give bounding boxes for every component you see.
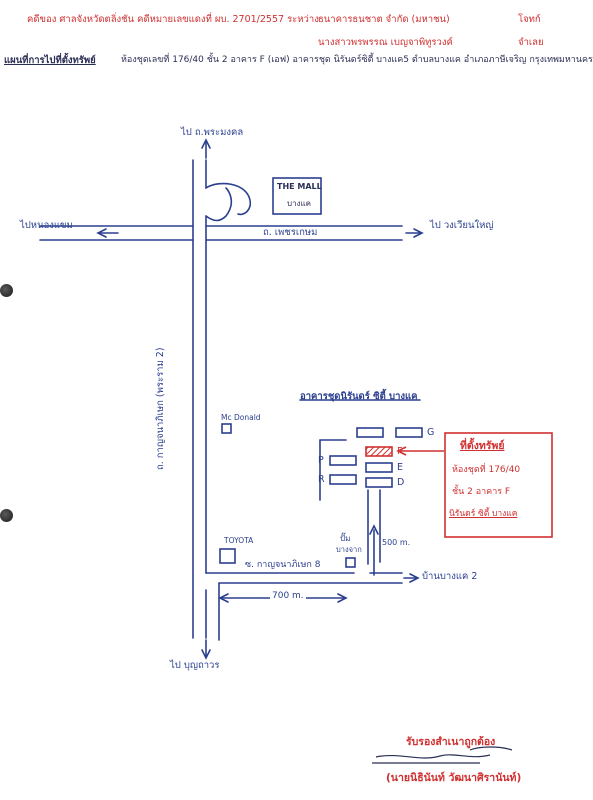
mcdonald-label: Mc Donald xyxy=(221,413,261,422)
note-property-site: ที่ตั้งทรัพย์ xyxy=(460,440,505,452)
distance-700: 700 m. xyxy=(270,591,306,601)
label-to-west: ไปหนองแขม xyxy=(20,220,73,231)
road-kanchanaphisek: ถ. กาญจนาภิเษก (พระราม 2) xyxy=(155,347,166,470)
pump-brand: บางจาก xyxy=(336,545,362,554)
label-to-south: ไป บุญถาวร xyxy=(170,660,220,671)
binder-hole xyxy=(0,509,13,522)
the-mall-label: THE MALL xyxy=(277,182,322,191)
court-case-text: คดีของ ศาลจังหวัดตลิ่งชัน คดีหมายเลขแดงท… xyxy=(27,14,319,25)
defendant-name: นางสาวพรพรรณ เบญจาพิทูรวงค์ xyxy=(318,37,453,48)
toyota-label: TOYOTA xyxy=(224,536,254,545)
note-condo: นิรันดร์ ซิตี้ บางแค xyxy=(449,509,518,519)
label-to-north: ไป ถ.พระมงคล xyxy=(181,127,244,138)
binder-hole xyxy=(0,284,13,297)
pump-label: ปั๊ม xyxy=(340,534,351,543)
building-d: D xyxy=(397,477,405,488)
the-mall-branch: บางแค xyxy=(287,199,311,208)
plaintiff-role: โจทก์ xyxy=(518,14,541,25)
soi-label: ซ. กาญจนาภิเษก 8 xyxy=(245,560,321,570)
map-label: แผนที่การไปที่ตั้งทรัพย์ xyxy=(4,55,96,66)
map-drawing xyxy=(39,138,553,764)
certify-text: รับรองสำเนาถูกต้อง xyxy=(406,736,496,748)
plaintiff-name: ธนาคารธนชาต จำกัด (มหาชน) xyxy=(318,14,450,25)
label-to-bangkae2: บ้านบางแค 2 xyxy=(422,571,478,582)
label-to-east: ไป วงเวียนใหญ่ xyxy=(430,220,494,231)
road-phetkasem: ถ. เพชรเกษม xyxy=(263,227,318,238)
building-f: F xyxy=(397,446,403,457)
building-p: P xyxy=(318,455,324,466)
distance-500: 500 m. xyxy=(382,538,411,547)
property-location: ห้องชุดเลขที่ 176/40 ชั้น 2 อาคาร F (เอฟ… xyxy=(121,55,593,65)
note-floor: ชั้น 2 อาคาร F xyxy=(452,487,511,497)
building-r: R xyxy=(318,474,325,485)
defendant-role: จำเลย xyxy=(518,37,544,48)
signature xyxy=(372,746,513,764)
signer-name: (นายนิธินันท์ วัฒนาศิรานันท์) xyxy=(386,772,522,784)
building-g: G xyxy=(427,427,435,438)
building-e: E xyxy=(397,462,404,473)
note-unit: ห้องชุดที่ 176/40 xyxy=(452,465,521,475)
condo-title: อาคารชุดนิรันดร์ ซิตี้ บางแค xyxy=(300,391,418,402)
